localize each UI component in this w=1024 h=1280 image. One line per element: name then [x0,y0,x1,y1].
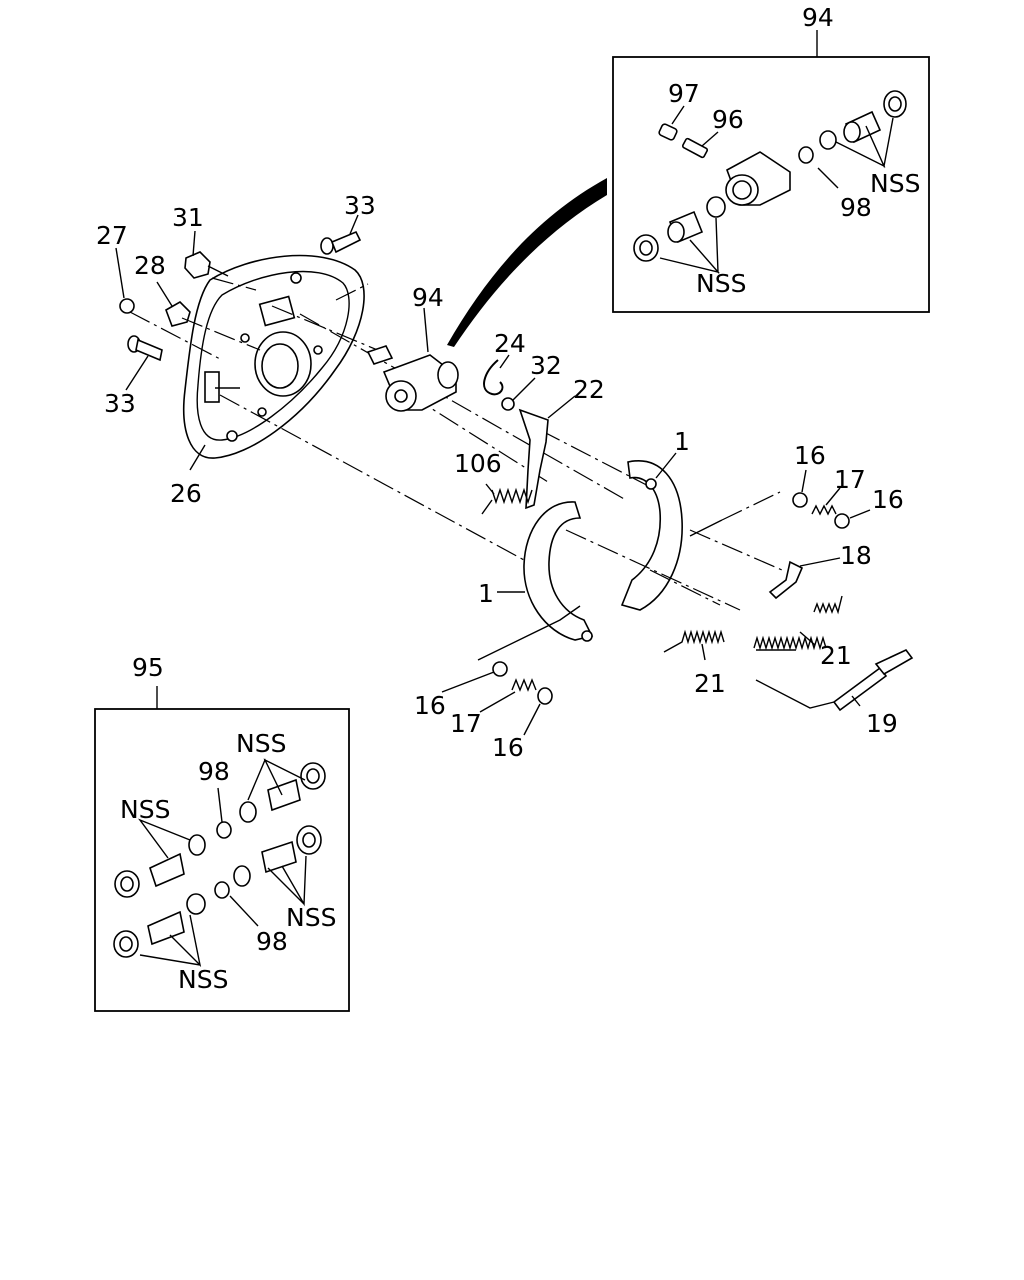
label-24: 24 [494,329,526,358]
parking-lever-22 [518,395,576,510]
bleeder-screw-96 [681,131,719,159]
spring-21-left [663,629,725,661]
clip-24 [483,354,510,396]
bleeder-cap-97 [658,105,685,141]
label-nss-inset95-left: NSS [120,795,170,824]
label-98-inset95-top: 98 [198,757,230,786]
nut-28 [156,281,191,327]
label-16-upper-b: 16 [872,485,904,514]
label-28: 28 [134,251,166,280]
cylinder-body [725,151,791,206]
bolt-31 [184,230,229,279]
label-nss-inset94-left: NSS [696,269,746,298]
label-21-right: 21 [820,641,852,670]
spring-106 [481,483,533,515]
label-26: 26 [170,479,202,508]
cup-seal [819,130,837,150]
label-96: 96 [712,105,744,134]
label-nss-inset95-bottom: NSS [178,965,228,994]
label-1-right: 1 [674,427,690,456]
retainer-group-lower [441,661,553,736]
label-nss-inset95-right: NSS [286,903,336,932]
inset-94 [447,30,930,347]
label-32: 32 [530,351,562,380]
spring-21-right [753,595,843,651]
inset-94-frame [612,56,930,313]
label-17-lower: 17 [450,709,482,738]
label-19: 19 [866,709,898,738]
backing-plate-26 [183,254,365,471]
label-nss-inset94-right: NSS [870,169,920,198]
label-98-inset95-bottom: 98 [256,927,288,956]
label-1-left: 1 [478,579,494,608]
label-16-lower-a: 16 [414,691,446,720]
wheel-cylinder-94 [366,307,459,412]
bracket-18 [768,557,841,600]
label-94-cylinder: 94 [412,283,444,312]
washer-32 [501,377,536,411]
inset-95 [94,686,350,1012]
brake-shoe-1-left [497,501,594,642]
bolt-33-left [125,335,163,391]
bolt-33-top [320,214,362,255]
label-97: 97 [668,79,700,108]
label-22: 22 [573,375,605,404]
cup-seal-left [706,196,726,218]
nut-27 [115,247,135,314]
spring-98 [798,146,814,164]
label-16-lower-b: 16 [492,733,524,762]
inset-95-frame [94,708,350,1012]
label-16-upper-a: 16 [794,441,826,470]
label-33-top: 33 [344,191,376,220]
label-98-inset94: 98 [840,193,872,222]
adjuster-19 [755,649,914,712]
label-18: 18 [840,541,872,570]
label-21-left: 21 [694,669,726,698]
label-17-upper: 17 [834,465,866,494]
label-106: 106 [454,449,502,478]
inset-leader [447,178,607,347]
label-31: 31 [172,203,204,232]
label-95: 95 [132,653,164,682]
label-33-left: 33 [104,389,136,418]
label-94-inset: 94 [802,3,834,32]
label-nss-inset95-top: NSS [236,729,286,758]
retainer-group-upper [792,469,871,529]
label-27: 27 [96,221,128,250]
brake-shoe-1-right [620,452,683,611]
